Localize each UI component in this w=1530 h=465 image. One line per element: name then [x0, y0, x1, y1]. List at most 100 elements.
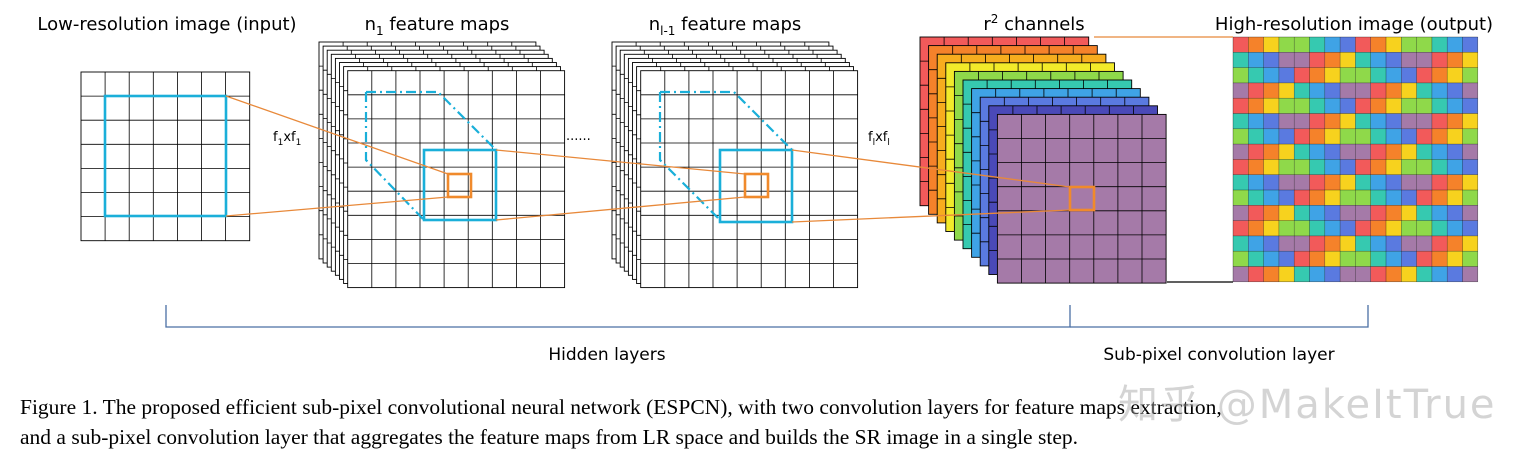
hr-pixel — [1370, 52, 1386, 68]
hr-pixel — [1386, 113, 1402, 129]
hr-pixel — [1248, 174, 1264, 190]
hr-pixel — [1309, 52, 1325, 68]
hr-pixel — [1248, 128, 1264, 145]
hr-pixel — [1370, 37, 1386, 53]
hr-pixel — [1324, 159, 1341, 175]
hr-pixel — [1324, 98, 1341, 114]
hr-pixel — [1233, 159, 1249, 175]
hr-pixel — [1340, 67, 1356, 83]
hr-pixel — [1324, 205, 1341, 221]
nl-map-layer-8 — [640, 70, 859, 289]
nl-feature-map-stack — [611, 41, 859, 289]
hr-pixel — [1401, 128, 1417, 145]
hr-pixel — [1370, 251, 1386, 267]
nl-dashed-projection — [658, 90, 793, 221]
hr-pixel — [1263, 144, 1279, 160]
hr-pixel — [1355, 235, 1371, 252]
lr-grid — [80, 71, 251, 242]
hr-pixel — [1401, 82, 1417, 99]
hr-pixel — [1447, 174, 1463, 190]
hr-pixel — [1233, 144, 1249, 160]
nl-title: nl-1 feature maps — [649, 14, 802, 38]
hr-pixel — [1416, 113, 1432, 129]
hr-pixel — [1355, 128, 1371, 145]
hr-pixel — [1294, 190, 1310, 206]
hr-pixel — [1431, 52, 1448, 68]
r2-channel-stack — [919, 36, 1167, 284]
hr-pixel — [1278, 266, 1295, 282]
hr-pixel — [1233, 251, 1249, 267]
hr-pixel — [1248, 37, 1264, 53]
hr-pixel — [1462, 144, 1478, 160]
hr-pixel — [1278, 144, 1295, 160]
hr-pixel — [1370, 67, 1386, 83]
hr-pixel — [1233, 205, 1249, 221]
fl-kernel-label: flxfl — [868, 130, 890, 148]
n1-title: n1 feature maps — [365, 14, 510, 38]
hr-pixel — [1233, 174, 1249, 190]
r2-channel-10 — [996, 113, 1167, 284]
hr-pixel — [1294, 266, 1310, 282]
hr-pixel — [1263, 113, 1279, 129]
n1-feature-map-stack — [318, 41, 566, 289]
nl-map-layer-8-lines — [640, 70, 858, 288]
hr-pixel — [1370, 144, 1386, 160]
hr-pixel — [1278, 82, 1295, 99]
hr-pixel — [1340, 128, 1356, 145]
hr-pixel — [1386, 220, 1402, 236]
hr-pixel — [1294, 205, 1310, 221]
hr-pixel — [1447, 220, 1463, 236]
hr-pixel — [1416, 190, 1432, 206]
hr-pixel — [1294, 235, 1310, 252]
hr-pixel — [1324, 144, 1341, 160]
hr-pixel — [1416, 235, 1432, 252]
hr-pixel — [1431, 128, 1448, 145]
hr-pixel — [1233, 113, 1249, 129]
hr-pixel — [1355, 67, 1371, 83]
hr-pixel — [1263, 205, 1279, 221]
espcn-diagram: Low-resolution image (input) n1 feature … — [37, 12, 1493, 365]
hr-pixel — [1263, 220, 1279, 236]
hr-pixel — [1462, 205, 1478, 221]
hr-pixel — [1370, 235, 1386, 252]
hr-pixel — [1447, 235, 1463, 252]
hr-pixel — [1447, 67, 1463, 83]
hr-pixel — [1248, 82, 1264, 99]
hr-pixel — [1355, 205, 1371, 221]
hr-pixel — [1431, 82, 1448, 99]
connector-lines — [225, 36, 1233, 283]
hr-pixel — [1309, 266, 1325, 282]
hr-pixel — [1462, 266, 1478, 282]
hr-pixel — [1324, 266, 1341, 282]
hr-pixel — [1386, 98, 1402, 114]
hr-pixel — [1340, 52, 1356, 68]
hr-pixel — [1401, 37, 1417, 53]
hr-pixel — [1309, 159, 1325, 175]
f1-kernel-label: f1xf1 — [273, 130, 301, 148]
hr-pixel — [1462, 128, 1478, 145]
hr-pixel — [1416, 174, 1432, 190]
hr-pixel — [1431, 144, 1448, 160]
connector-line-5 — [791, 149, 1071, 188]
hr-pixel — [1294, 251, 1310, 267]
hr-pixel — [1462, 190, 1478, 206]
hr-pixel — [1294, 82, 1310, 99]
hr-pixel — [1248, 52, 1264, 68]
hr-pixel — [1263, 174, 1279, 190]
hr-pixel — [1386, 159, 1402, 175]
hr-pixel — [1294, 113, 1310, 129]
hr-pixel — [1462, 113, 1478, 129]
hr-pixel — [1248, 113, 1264, 129]
hr-pixel — [1401, 190, 1417, 206]
hidden-layers-label: Hidden layers — [548, 345, 665, 365]
hr-pixel — [1233, 98, 1249, 114]
hr-pixel — [1248, 266, 1264, 282]
hr-pixel — [1340, 37, 1356, 53]
lr-input-title: Low-resolution image (input) — [37, 14, 296, 35]
hr-pixel — [1416, 67, 1432, 83]
hr-pixel — [1233, 82, 1249, 99]
hr-pixel — [1355, 251, 1371, 267]
ellipsis-dots: ...... — [566, 129, 591, 144]
hr-pixel — [1340, 144, 1356, 160]
hr-pixel — [1263, 52, 1279, 68]
